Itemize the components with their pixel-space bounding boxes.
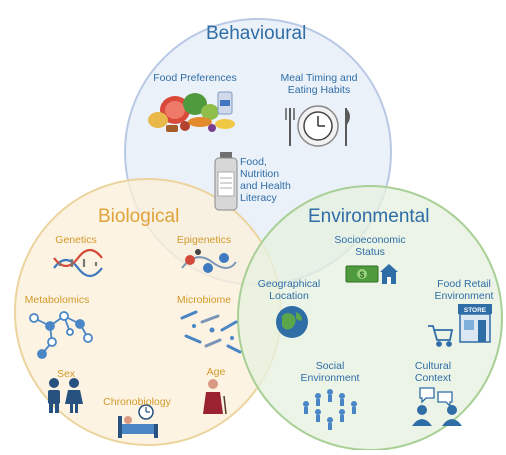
- sex-label: Sex: [56, 368, 76, 380]
- genetics-label: Genetics: [55, 234, 97, 246]
- plate-clock-icon: [285, 105, 350, 147]
- money-house-icon: $: [345, 264, 398, 284]
- social-environment-label: Social Environment: [300, 360, 360, 384]
- globe-icon: [276, 306, 308, 338]
- environmental-title: Environmental: [308, 206, 430, 227]
- behavioural-title: Behavioural: [206, 23, 307, 44]
- conversation-icon: [412, 387, 462, 426]
- food-pile-icon: [148, 91, 235, 132]
- microbiome-label: Microbiome: [176, 294, 232, 306]
- epigenetics-label: Epigenetics: [176, 234, 232, 246]
- biological-title: Biological: [98, 206, 180, 227]
- sex-icon: [48, 378, 83, 413]
- metabolomics-label: Metabolomics: [24, 294, 90, 306]
- store-icon: [458, 304, 492, 343]
- molecule-icon: [29, 311, 93, 359]
- people-network-icon: [303, 389, 357, 430]
- sleep-clock-icon: [118, 404, 158, 438]
- age-label: Age: [206, 366, 226, 378]
- epigenetics-icon: [181, 249, 237, 273]
- food-preferences-label: Food Preferences: [153, 72, 237, 84]
- svg-text:$: $: [360, 271, 365, 280]
- age-icon: [203, 379, 227, 415]
- cultural-context-label: Cultural Context: [414, 360, 452, 384]
- food-retail-label: Food Retail Environment: [434, 278, 494, 302]
- socioeconomic-label: Socioeconomic Status: [334, 234, 406, 258]
- chronobiology-label: Chronobiology: [103, 396, 171, 408]
- microbiome-icon: [180, 310, 242, 354]
- literacy-bottle-icon: [214, 152, 238, 211]
- cart-icon: [428, 325, 454, 347]
- store-sign-text: STORE: [464, 307, 487, 314]
- dna-icon: [53, 248, 103, 278]
- literacy-label: Food, Nutrition and Health Literacy: [240, 156, 291, 204]
- meal-timing-label: Meal Timing and Eating Habits: [280, 72, 358, 96]
- geographical-location-label: Geographical Location: [257, 278, 321, 302]
